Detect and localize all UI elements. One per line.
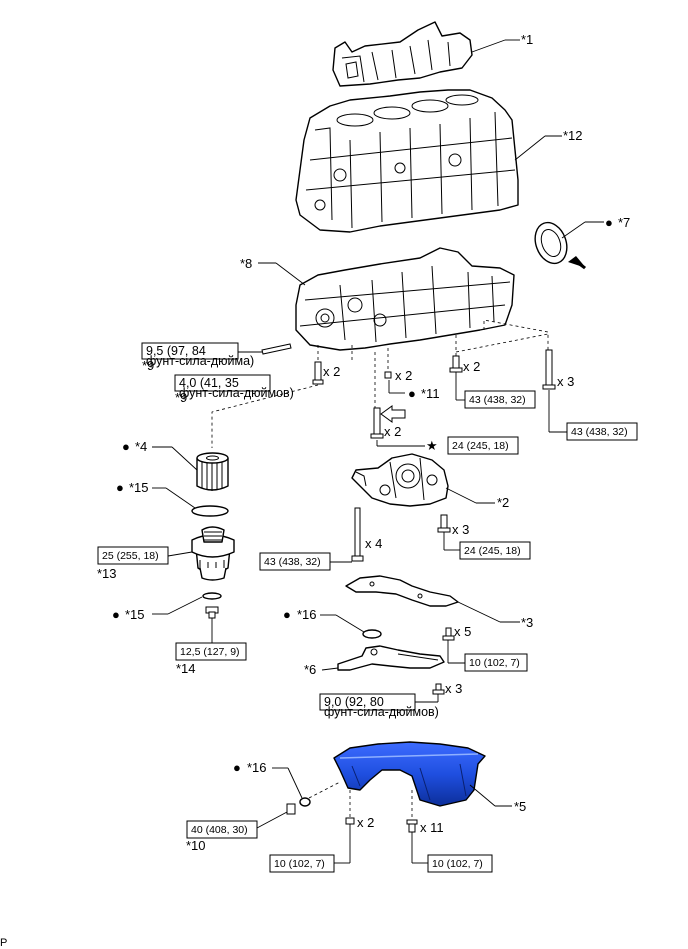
star-center: ★ xyxy=(426,438,438,453)
label-part-15b: *15 xyxy=(125,607,145,622)
label-part-16a: *16 xyxy=(297,607,317,622)
right-bolt-triple xyxy=(542,349,556,390)
part-14-drain-plug xyxy=(205,606,219,619)
pump-long-bolt xyxy=(351,507,364,562)
label-part-15a: *15 xyxy=(129,480,149,495)
torque-box-filter xyxy=(97,546,169,565)
torque-stud-line2: фунт-сила-дюйма) xyxy=(146,354,254,368)
part-16-gasket-lower xyxy=(299,797,311,807)
torque-union-line2: фунт-сила-дюймов) xyxy=(179,386,294,400)
torque-pan-plug: 40 (408, 30) xyxy=(191,824,248,836)
label-part-14: *14 xyxy=(176,661,196,676)
torque-pump-right: 24 (245, 18) xyxy=(464,545,521,557)
torque-pump-long: 43 (438, 32) xyxy=(264,556,321,568)
part-15-oring-upper xyxy=(191,505,229,517)
part-2-oil-pump xyxy=(351,453,449,507)
part-10-pan-plug xyxy=(286,803,296,815)
small-plug xyxy=(384,371,392,379)
label-part-12: *12 xyxy=(563,128,583,143)
torque-box-right1 xyxy=(464,390,536,409)
torque-box-pan-plug xyxy=(186,820,258,839)
torque-drain-small: 12,5 (127, 9) xyxy=(180,646,240,658)
part-7-oil-seal xyxy=(534,221,586,270)
label-part-7: *7 xyxy=(618,215,630,230)
qty-pump-right: x 3 xyxy=(452,522,469,537)
dot-part-7: ● xyxy=(605,215,613,230)
label-part-13: *13 xyxy=(97,566,117,581)
part-16-gasket-upper xyxy=(362,629,382,639)
dot-part-15a: ● xyxy=(116,480,124,495)
part-3-baffle-plate xyxy=(345,575,459,607)
label-part-1: *1 xyxy=(521,32,533,47)
torque-baffle: 10 (102, 7) xyxy=(469,657,520,669)
pan-right-bolt xyxy=(406,819,418,833)
torque-box-baffle xyxy=(464,653,528,672)
part-13-filter-cap xyxy=(191,526,235,581)
part-6-oil-strainer xyxy=(337,645,445,671)
qty-pan-right: x 11 xyxy=(420,820,444,835)
stud-bolt xyxy=(261,343,292,355)
label-part-9a: *9 xyxy=(142,358,154,373)
torque-box-pan-left xyxy=(269,854,335,873)
part-12-cylinder-block xyxy=(295,89,519,233)
qty-pump-long: x 4 xyxy=(365,536,382,551)
dot-part-4: ● xyxy=(122,439,130,454)
part-8-crankcase xyxy=(295,247,515,351)
torque-strainer-line2: фунт-сила-дюймов) xyxy=(324,705,439,719)
torque-strainer-line1: 9,0 (92, 80 xyxy=(324,695,384,709)
label-part-6: *6 xyxy=(304,662,316,677)
corner-letter: P xyxy=(0,937,7,949)
label-part-10: *10 xyxy=(186,838,206,853)
part-5-oil-pan xyxy=(333,741,486,807)
dot-part-16a: ● xyxy=(283,607,291,622)
label-part-16b: *16 xyxy=(247,760,267,775)
pan-left-bolt xyxy=(345,817,355,825)
qty-strainer: x 3 xyxy=(445,681,462,696)
part-15-oring-lower xyxy=(202,592,222,600)
qty-drain: x 2 xyxy=(395,368,412,383)
qty-center: x 2 xyxy=(384,424,401,439)
torque-box-pump-long xyxy=(259,552,331,571)
part-4-filter-element xyxy=(196,452,229,491)
torque-box-drain-small xyxy=(175,642,247,661)
qty-right1: x 2 xyxy=(463,359,480,374)
torque-box-pan-right xyxy=(427,854,493,873)
baffle-bolt xyxy=(442,627,455,641)
torque-box-pump-right xyxy=(459,541,531,560)
torque-pan-left: 10 (102, 7) xyxy=(274,858,325,870)
torque-center: 24 (245, 18) xyxy=(452,440,509,452)
label-part-2: *2 xyxy=(497,495,509,510)
label-part-4: *4 xyxy=(135,439,147,454)
torque-box-right2 xyxy=(566,422,638,441)
torque-right1: 43 (438, 32) xyxy=(469,394,526,406)
center-bolt xyxy=(370,405,406,439)
qty-right2: x 3 xyxy=(557,374,574,389)
torque-box-strainer xyxy=(319,693,416,711)
dot-part-16b: ● xyxy=(233,760,241,775)
torque-box-stud xyxy=(141,342,239,360)
qty-stud-pair: x 2 xyxy=(323,364,340,379)
torque-box-center xyxy=(447,436,519,455)
bolt-stud-pair xyxy=(312,361,324,385)
torque-pan-right: 10 (102, 7) xyxy=(432,858,483,870)
dot-part-15b: ● xyxy=(112,607,120,622)
torque-stud-line1: 9,5 (97, 84 xyxy=(146,344,206,358)
right-bolt-pair xyxy=(449,355,463,373)
part-1-cover xyxy=(332,21,473,87)
torque-union-line1: 4,0 (41, 35 xyxy=(179,376,239,390)
torque-box-union xyxy=(174,374,271,392)
pump-right-bolt xyxy=(437,514,451,533)
dot-part-11: ● xyxy=(408,386,416,401)
strainer-bolt xyxy=(432,683,445,695)
torque-filter: 25 (255, 18) xyxy=(102,550,159,562)
label-part-9b: *9 xyxy=(175,390,187,405)
label-part-5: *5 xyxy=(514,799,526,814)
label-part-11: *11 xyxy=(421,386,440,401)
label-part-3: *3 xyxy=(521,615,533,630)
torque-right2: 43 (438, 32) xyxy=(571,426,628,438)
qty-pan-left: x 2 xyxy=(357,815,374,830)
qty-baffle: x 5 xyxy=(454,624,471,639)
label-part-8: *8 xyxy=(240,256,252,271)
